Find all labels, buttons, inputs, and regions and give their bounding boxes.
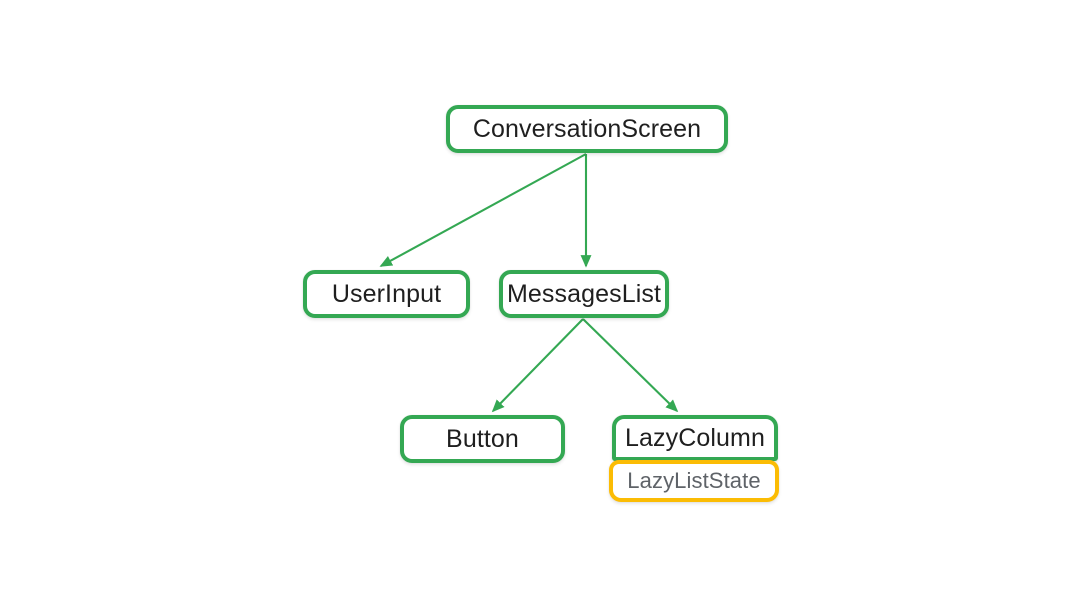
edge-conversationscreen-userinput [379,153,587,267]
node-userinput-label: UserInput [331,279,442,308]
edge-messageslist-lazycolumn [582,318,679,413]
edge-messageslist-button [491,318,584,413]
node-lazyliststate-label: LazyListState [627,468,761,493]
node-lazycolumn[interactable]: LazyColumn [612,415,778,461]
node-userinput[interactable]: UserInput [303,270,470,318]
node-button-label: Button [446,424,519,453]
node-conversationscreen-label: ConversationScreen [472,114,702,143]
node-lazycolumn-label: LazyColumn [625,423,765,452]
node-messageslist[interactable]: MessagesList [499,270,669,318]
node-conversationscreen[interactable]: ConversationScreen [446,105,728,153]
node-lazyliststate[interactable]: LazyListState [609,460,779,502]
node-button[interactable]: Button [400,415,565,463]
node-messageslist-label: MessagesList [506,279,662,308]
